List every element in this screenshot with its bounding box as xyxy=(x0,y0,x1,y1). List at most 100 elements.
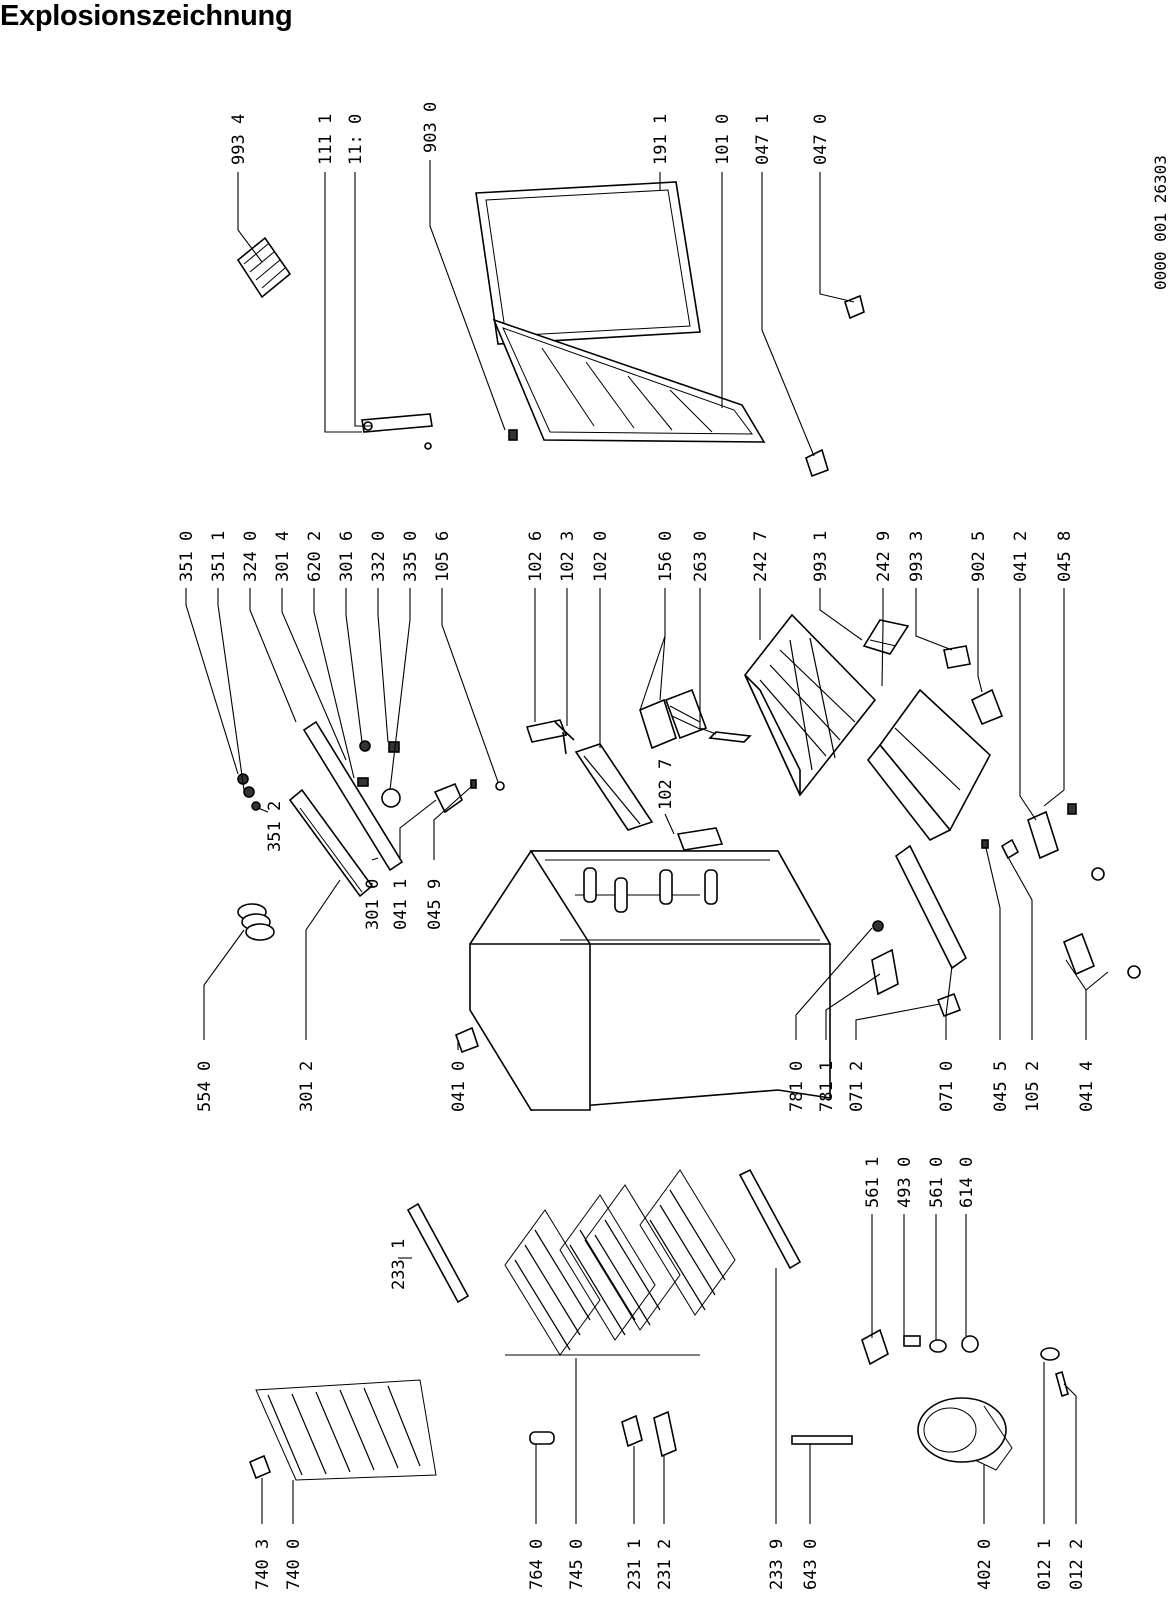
label-041-2: 041 2 xyxy=(1011,531,1031,582)
label-324-0: 324 0 xyxy=(241,531,261,582)
part-301-2-control-panel xyxy=(288,788,374,898)
label-745-0: 745 0 xyxy=(567,1539,587,1590)
part-993-1-grille xyxy=(862,619,910,655)
label-561-1: 561 1 xyxy=(863,1157,883,1208)
part-047-1-hinge-cap xyxy=(805,448,829,478)
part-764-0-filter xyxy=(529,1431,555,1445)
part-242-7-drawer xyxy=(744,613,877,797)
label-231-1: 231 1 xyxy=(625,1539,645,1590)
label-105-6: 105 6 xyxy=(433,531,453,582)
part-263-0-strip xyxy=(708,731,752,743)
part-643-0-strip xyxy=(791,1435,853,1445)
label-242-9: 242 9 xyxy=(874,531,894,582)
part-740-0-condenser xyxy=(255,1379,437,1481)
part-041-2-hinge xyxy=(1027,803,1105,881)
label-041-0: 041 0 xyxy=(449,1061,469,1112)
part-554-0-coil xyxy=(237,903,275,941)
part-745-0-wire-shelves xyxy=(504,1169,736,1356)
part-102-7-holder xyxy=(676,827,724,851)
part-993-4-tray xyxy=(236,236,292,299)
label-764-0: 764 0 xyxy=(527,1539,547,1590)
label-101-0: 101 0 xyxy=(713,114,733,165)
part-561-1-relay xyxy=(861,1328,889,1366)
label-351-1: 351 1 xyxy=(209,531,229,582)
label-351-2: 351 2 xyxy=(265,801,285,852)
label-301-6: 301 6 xyxy=(337,531,357,582)
label-11-0: 11: 0 xyxy=(346,114,366,165)
label-993-1: 993 1 xyxy=(811,531,831,582)
part-041-1-hinge xyxy=(433,782,463,814)
part-041-0-hinge xyxy=(454,1026,480,1054)
part-233-9-rail xyxy=(738,1168,802,1270)
part-control-components xyxy=(357,740,401,808)
label-554-0: 554 0 xyxy=(195,1061,215,1112)
label-102-3: 102 3 xyxy=(558,531,578,582)
label-903-0: 903 0 xyxy=(421,102,441,153)
label-071-0: 071 0 xyxy=(937,1061,957,1112)
part-101-0-door xyxy=(492,318,766,443)
part-902-5-bracket xyxy=(970,688,1004,726)
part-351-knobs xyxy=(237,773,261,811)
part-242-9-drawer xyxy=(866,688,991,842)
part-614-0-fitting xyxy=(961,1335,979,1353)
label-102-7: 102 7 xyxy=(656,759,676,810)
label-620-2: 620 2 xyxy=(305,531,325,582)
label-071-2: 071 2 xyxy=(847,1061,867,1112)
part-402-0-compressor xyxy=(917,1397,1013,1471)
label-493-0: 493 0 xyxy=(895,1157,915,1208)
part-781-parts xyxy=(871,920,899,996)
part-cabinet-body xyxy=(469,850,832,1111)
label-231-2: 231 2 xyxy=(655,1539,675,1590)
label-993-3: 993 3 xyxy=(907,531,927,582)
part-102-0-rail xyxy=(574,743,654,831)
label-740-0: 740 0 xyxy=(284,1539,304,1590)
label-191-1: 191 1 xyxy=(651,114,671,165)
part-047-0-hinge-cap xyxy=(844,294,865,320)
label-156-0: 156 0 xyxy=(656,531,676,582)
label-102-0: 102 0 xyxy=(591,531,611,582)
part-045-9-screw xyxy=(470,779,477,789)
label-041-1: 041 1 xyxy=(391,879,411,930)
part-903-0-clip xyxy=(508,429,518,441)
part-labels: 993 4 111 1 11: 0 903 0 191 1 101 0 047 … xyxy=(177,102,1170,1590)
part-191-1-door-gasket xyxy=(475,181,701,345)
label-993-4: 993 4 xyxy=(229,114,249,165)
label-263-0: 263 0 xyxy=(691,531,711,582)
part-071-2-cover xyxy=(936,992,962,1018)
label-012-1: 012 1 xyxy=(1035,1539,1055,1590)
part-102-6-holder xyxy=(525,719,568,743)
label-047-1: 047 1 xyxy=(753,114,773,165)
part-156-0-ice-trays xyxy=(639,688,708,750)
part-105-2-cap xyxy=(1000,838,1020,860)
part-102-3-bracket xyxy=(554,721,575,755)
label-740-3: 740 3 xyxy=(253,1539,273,1590)
label-242-7: 242 7 xyxy=(751,531,771,582)
label-047-0: 047 0 xyxy=(811,114,831,165)
part-111-hinge-bracket xyxy=(361,413,433,450)
label-301-4: 301 4 xyxy=(273,531,293,582)
part-045-5-screw xyxy=(981,839,989,849)
part-012-1-grommet xyxy=(1040,1347,1060,1361)
label-781-0: 781 0 xyxy=(787,1061,807,1112)
label-351-0: 351 0 xyxy=(177,531,197,582)
part-105-6-pin xyxy=(495,781,505,791)
label-781-1: 781 1 xyxy=(817,1061,837,1112)
label-012-2: 012 2 xyxy=(1067,1539,1087,1590)
page-title: Explosionszeichnung xyxy=(0,0,293,32)
label-614-0: 614 0 xyxy=(957,1157,977,1208)
label-041-4: 041 4 xyxy=(1077,1061,1097,1112)
label-335-0: 335 0 xyxy=(401,531,421,582)
part-231-2-plate xyxy=(653,1410,677,1458)
part-493-0-block xyxy=(903,1335,921,1347)
label-105-2: 105 2 xyxy=(1023,1061,1043,1112)
part-041-4-hinge xyxy=(1062,932,1141,979)
label-045-9: 045 9 xyxy=(425,879,445,930)
label-902-5: 902 5 xyxy=(969,531,989,582)
label-402-0: 402 0 xyxy=(975,1539,995,1590)
label-111-1: 111 1 xyxy=(316,114,336,165)
part-740-3-cap xyxy=(248,1454,272,1480)
label-233-1: 233 1 xyxy=(389,1239,409,1290)
part-071-0-base-strip xyxy=(894,844,968,970)
part-561-0-clamp xyxy=(929,1339,947,1353)
